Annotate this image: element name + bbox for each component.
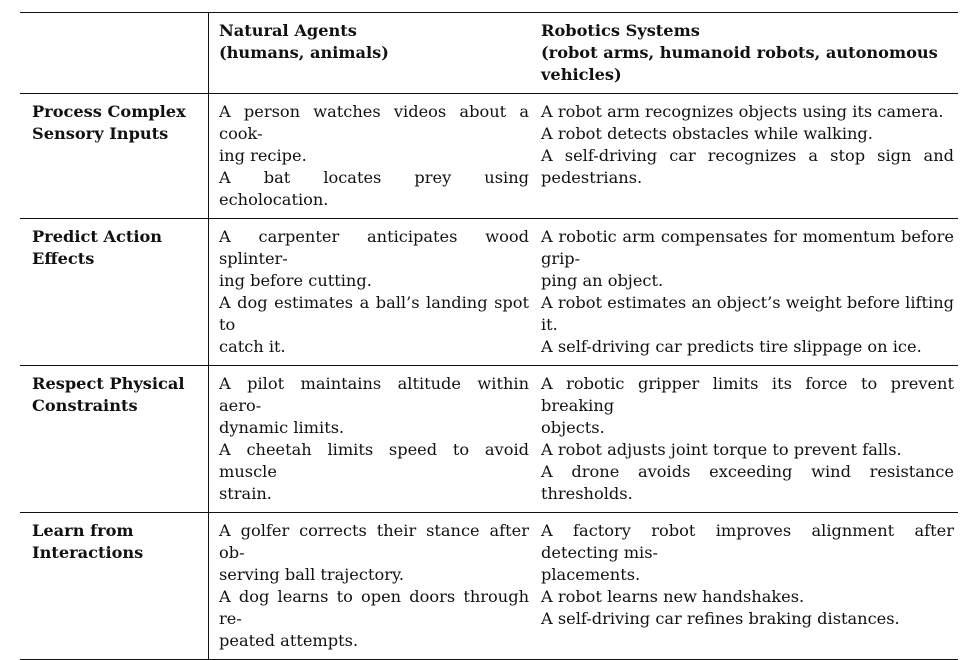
robotics-cell: A robotic gripper limits its force to pr… [541,366,958,513]
robotics-cell-line: A robotic arm compensates for momentum b… [541,227,954,268]
natural-agents-cell-line: strain. [219,484,272,503]
row-label-line: Respect Physical [32,374,185,393]
natural-agents-cell: A golfer corrects their stance after ob-… [208,512,541,660]
natural-agents-cell-line: A cheetah limits speed to avoid muscle [219,440,529,481]
natural-agents-cell-line: serving ball trajectory. [219,565,405,584]
robotics-cell-line: A self-driving car refines braking dista… [541,609,900,628]
natural-agents-cell: A carpenter anticipates wood splinter-in… [208,218,541,366]
natural-agents-cell-line: peated attempts. [219,631,359,650]
natural-agents-cell-line: A bat locates prey using echolocation. [219,168,529,209]
natural-agents-cell-line: catch it. [219,337,286,356]
robotics-cell-line: A factory robot improves alignment after… [541,521,954,562]
row-label-line: Effects [32,249,95,268]
header-natural-subtitle: (humans, animals) [219,43,389,62]
robotics-cell-line: A self-driving car predicts tire slippag… [541,337,922,356]
header-empty-cell [20,13,209,94]
header-robotics-title: Robotics Systems [541,21,700,40]
row-label-line: Process Complex [32,102,186,121]
row-label-line: Constraints [32,396,138,415]
header-robotics-subtitle: (robot arms, humanoid robots, autonomous… [541,43,938,84]
robotics-cell-line: placements. [541,565,641,584]
robotics-cell-line: A robotic gripper limits its force to pr… [541,374,954,415]
robotics-cell: A robot arm recognizes objects using its… [541,94,958,219]
robotics-cell-line: A self-driving car recognizes a stop sig… [541,146,954,187]
natural-agents-cell-line: ing recipe. [219,146,307,165]
robotics-cell-line: A robot estimates an object’s weight bef… [541,293,954,334]
robotics-cell-line: A robot learns new handshakes. [541,587,805,606]
robotics-cell: A robotic arm compensates for momentum b… [541,219,958,366]
natural-agents-cell-line: A golfer corrects their stance after ob- [219,521,529,562]
robotics-cell-line: A robot detects obstacles while walking. [541,124,873,143]
row-label-line: Sensory Inputs [32,124,169,143]
robotics-cell-line: A robot adjusts joint torque to prevent … [541,440,902,459]
natural-agents-cell-line: dynamic limits. [219,418,345,437]
header-natural-agents: Natural Agents (humans, animals) [208,12,541,94]
robotics-cell-line: A drone avoids exceeding wind resistance… [541,462,954,503]
natural-agents-cell-line: A carpenter anticipates wood splinter- [219,227,529,268]
table-header-row: Natural Agents (humans, animals) Robotic… [20,12,958,94]
natural-agents-cell: A person watches videos about a cook-ing… [208,93,541,219]
comparison-table: Natural Agents (humans, animals) Robotic… [20,12,958,660]
row-label-line: Learn from [32,521,134,540]
natural-agents-cell-line: ing before cutting. [219,271,372,290]
natural-agents-cell-line: A dog learns to open doors through re- [219,587,529,628]
header-robotics-systems: Robotics Systems (robot arms, humanoid r… [541,13,958,94]
natural-agents-cell-line: A pilot maintains altitude within aero- [219,374,529,415]
natural-agents-cell-line: A person watches videos about a cook- [219,102,529,143]
natural-agents-cell: A pilot maintains altitude within aero-d… [208,365,541,513]
row-label-line: Interactions [32,543,144,562]
row-label-line: Predict Action [32,227,163,246]
robotics-cell: A factory robot improves alignment after… [541,513,958,660]
robotics-cell-line: objects. [541,418,605,437]
natural-agents-cell-line: A dog estimates a ball’s landing spot to [219,293,529,334]
robotics-cell-line: A robot arm recognizes objects using its… [541,102,944,121]
header-natural-title: Natural Agents [219,21,357,40]
robotics-cell-line: ping an object. [541,271,664,290]
